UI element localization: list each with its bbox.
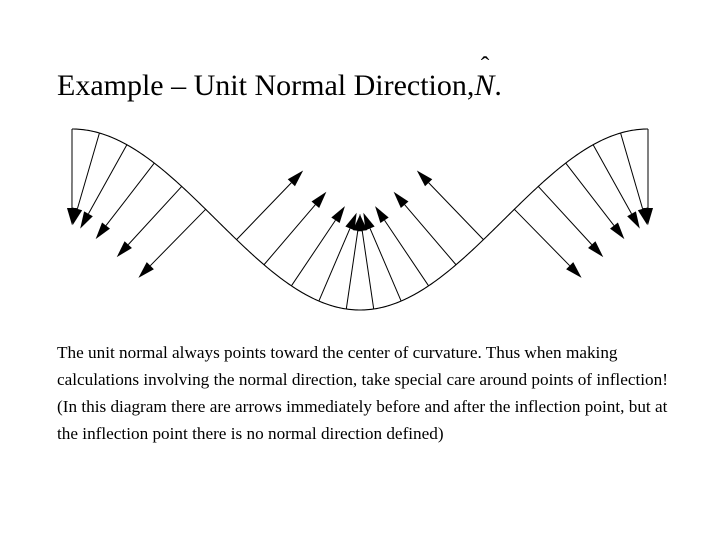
normal-arrow-shaft [76, 132, 100, 210]
circumflex-accent: ˆ [480, 51, 490, 81]
curve-path-group [71, 128, 649, 311]
normal-arrow-head [311, 191, 327, 208]
normal-arrow-head [345, 212, 357, 231]
normal-arrow-head [357, 214, 368, 232]
normal-arrow-head [331, 206, 345, 224]
normal-arrow-head [416, 170, 433, 187]
body-paragraph: The unit normal always points toward the… [57, 343, 668, 443]
normal-arrow-shaft [620, 132, 644, 210]
normal-arrow-shaft [291, 219, 336, 287]
normal-arrow-shaft [88, 144, 128, 215]
cosine-curve-path [71, 128, 649, 311]
normal-arrow-head [610, 222, 625, 240]
normal-arrow-head [138, 262, 154, 278]
normal-arrow-shaft [565, 162, 615, 226]
n-letter: N [474, 69, 495, 102]
title-suffix-text: . [494, 69, 502, 102]
title-prefix-text: Example – Unit Normal Direction, [57, 69, 475, 102]
normal-arrow-shaft [236, 182, 292, 240]
normal-arrow-head [588, 241, 604, 258]
normal-arrow-head [116, 241, 132, 258]
normal-arrow-shaft [537, 186, 593, 245]
normal-arrow-head [566, 262, 582, 278]
normal-arrow-shaft [105, 162, 155, 226]
curve-with-normals-svg [66, 128, 654, 311]
normal-arrow-head [375, 206, 389, 224]
normal-arrow-shaft [514, 208, 571, 267]
normal-arrow-shaft [127, 186, 183, 245]
normal-arrow-head [80, 211, 93, 229]
normal-arrow-shaft [149, 208, 206, 267]
normal-arrow-shaft [263, 204, 316, 266]
normal-arrow-head [393, 191, 409, 208]
normal-arrow-head [95, 222, 110, 240]
normal-arrow-shaft [361, 230, 375, 310]
normal-arrow-head [643, 208, 654, 225]
normal-arrow-head [363, 212, 375, 231]
normal-arrow-shaft [592, 144, 632, 215]
normal-arrow-shaft [428, 182, 484, 240]
normal-arrow-shaft [404, 204, 457, 266]
normal-arrow-group [66, 128, 654, 310]
normal-vector-diagram [0, 108, 720, 328]
normal-arrow-head [287, 170, 304, 187]
normal-arrow-head [627, 211, 640, 229]
normal-arrow-shaft [345, 230, 359, 310]
body-text-block: The unit normal always points toward the… [57, 339, 683, 447]
normal-arrow-head [72, 207, 83, 226]
normal-arrow-shaft [318, 228, 351, 302]
normal-arrow-shaft [384, 219, 429, 287]
normal-arrow-shaft [369, 228, 402, 302]
